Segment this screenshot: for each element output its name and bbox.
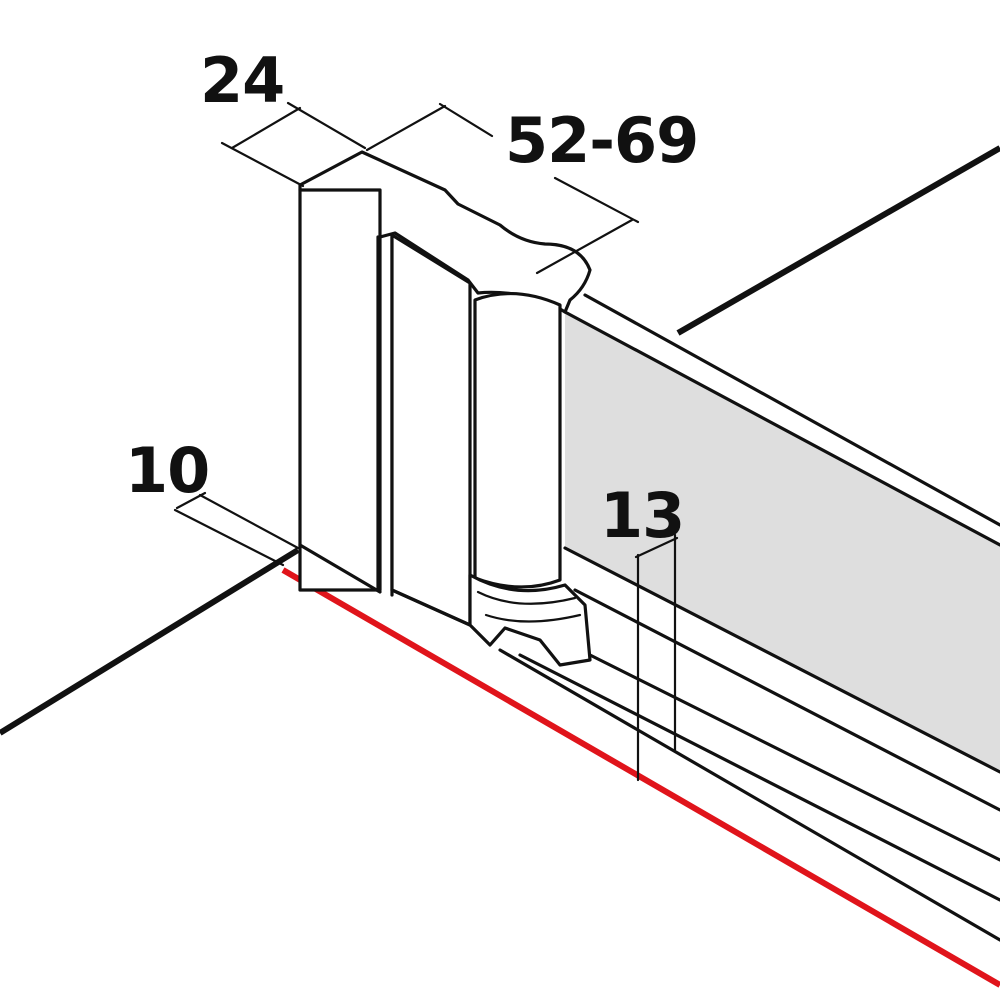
top-rail-lower: [563, 310, 1000, 547]
dim-label-13: 13: [600, 479, 684, 552]
wall-profile-insert: [390, 233, 472, 627]
wall-line-right: [676, 145, 1000, 336]
wall-line-left: [0, 547, 300, 736]
dim-52-69-line-a: [365, 104, 447, 152]
dim-52-69-ext-right: [553, 176, 640, 224]
bottom-rail-4: [518, 653, 1000, 902]
wall-profile-base: [298, 543, 382, 594]
dim-label-10: 10: [125, 434, 209, 507]
dim-52-69-line-b: [535, 218, 634, 275]
floor-seal-line: [281, 567, 1000, 988]
dim-52-69-ext-left: [438, 102, 494, 138]
dim-10-ext-2: [198, 493, 300, 550]
wall-profile-front: [298, 188, 382, 592]
hinge-foot: [468, 573, 592, 667]
glass-panel: [565, 312, 1000, 772]
bottom-rail-2: [573, 588, 1000, 812]
dim-24-ext-right: [286, 101, 367, 150]
dim-24-line: [230, 106, 302, 150]
dim-label-24: 24: [200, 44, 284, 117]
hinge-cylinder: [473, 292, 562, 589]
dim-10-ext: [173, 508, 285, 567]
top-rail-upper: [583, 293, 1000, 527]
dim-label-52-69: 52-69: [505, 104, 698, 177]
bottom-rail-5: [498, 648, 1000, 942]
dim-24-ext-left: [220, 141, 305, 188]
dim-10-line: [175, 491, 207, 510]
bottom-rail-3: [558, 638, 1000, 862]
dim-13-line: [634, 536, 679, 559]
wall-profile-base-2: [390, 588, 472, 627]
hinge-foot-detail: [476, 590, 582, 623]
